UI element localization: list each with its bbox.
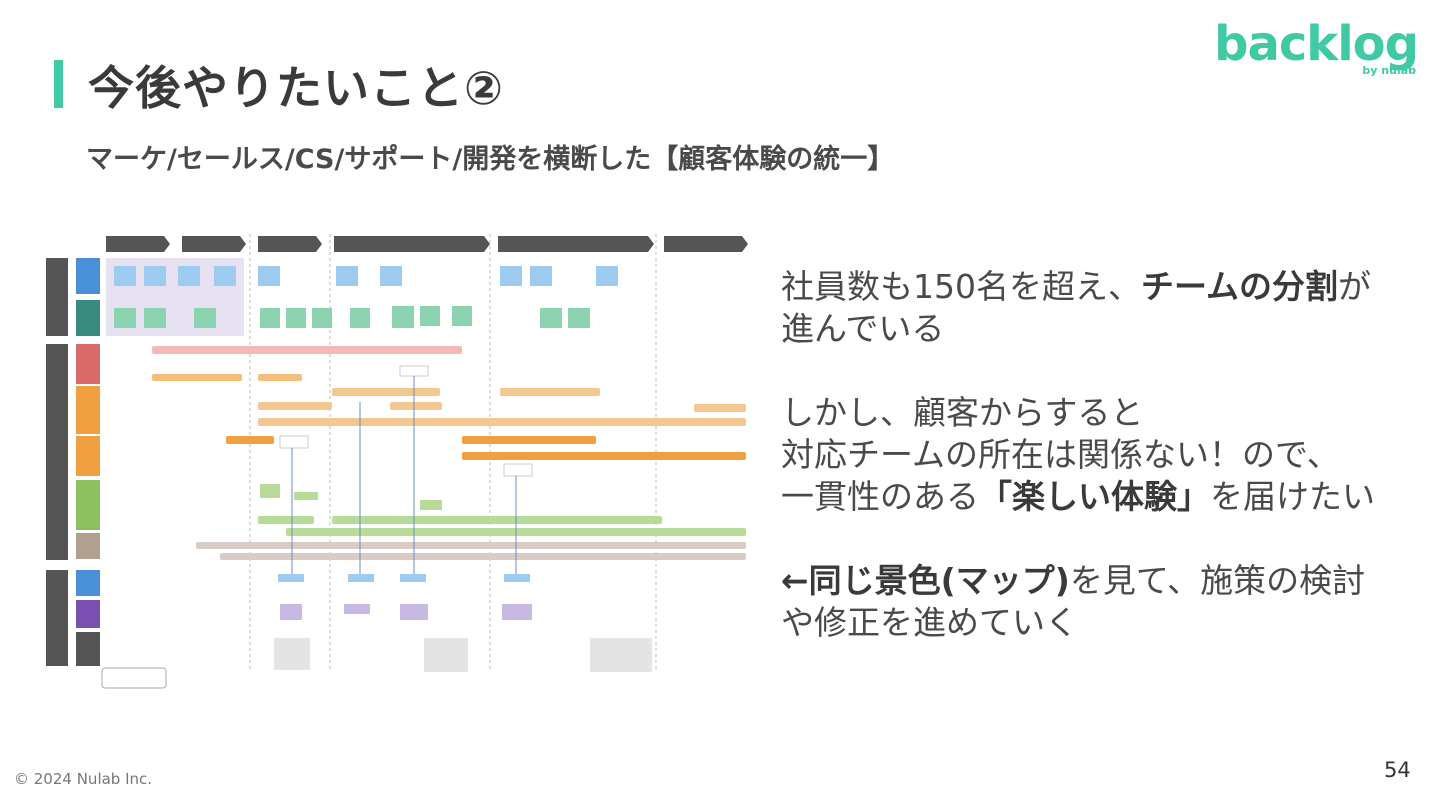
body-text-span: が <box>1338 267 1372 306</box>
body-text-span: 一貫性のある <box>781 477 979 516</box>
slide-title: 今後やりたいこと② <box>88 61 504 115</box>
backlog-logo: backlog by nulab <box>1214 16 1422 78</box>
slide-body: 社員数も150名を超え、チームの分割が 進んでいる しかし、顧客からすると 対応… <box>781 266 1431 644</box>
body-line-6: ←同じ景色(マップ)を見て、施策の検討 <box>781 560 1431 602</box>
body-line-7: や修正を進めていく <box>781 603 1078 642</box>
body-line-1: 社員数も150名を超え、チームの分割が <box>781 266 1431 308</box>
page-number: 54 <box>1384 758 1411 782</box>
body-emphasis-same-map: ←同じ景色(マップ) <box>781 561 1070 600</box>
slide-subtitle: マーケ/セールス/CS/サポート/開発を横断した【顧客体験の統一】 <box>86 144 895 175</box>
body-line-3: しかし、顧客からすると <box>781 393 1144 432</box>
body-text-span: を届けたい <box>1210 477 1375 516</box>
body-emphasis-team-split: チームの分割 <box>1141 267 1339 306</box>
logo-wordmark: backlog <box>1214 16 1419 72</box>
customer-journey-map-image <box>46 234 748 689</box>
body-text-span: を見て、施策の検討 <box>1069 561 1366 600</box>
body-line-5: 一貫性のある「楽しい体験」を届けたい <box>781 476 1431 518</box>
body-line-4: 対応チームの所在は関係ない！ので、 <box>781 435 1340 474</box>
copyright-footer: © 2024 Nulab Inc. <box>14 770 153 788</box>
body-emphasis-fun-experience: 「楽しい体験」 <box>979 477 1210 516</box>
map-phase-headers <box>106 236 748 252</box>
body-line-2: 進んでいる <box>781 309 945 348</box>
body-text-span: 社員数も150名を超え、 <box>781 267 1141 306</box>
title-accent-bar <box>54 60 63 108</box>
logo-byline: by nulab <box>1362 64 1416 77</box>
